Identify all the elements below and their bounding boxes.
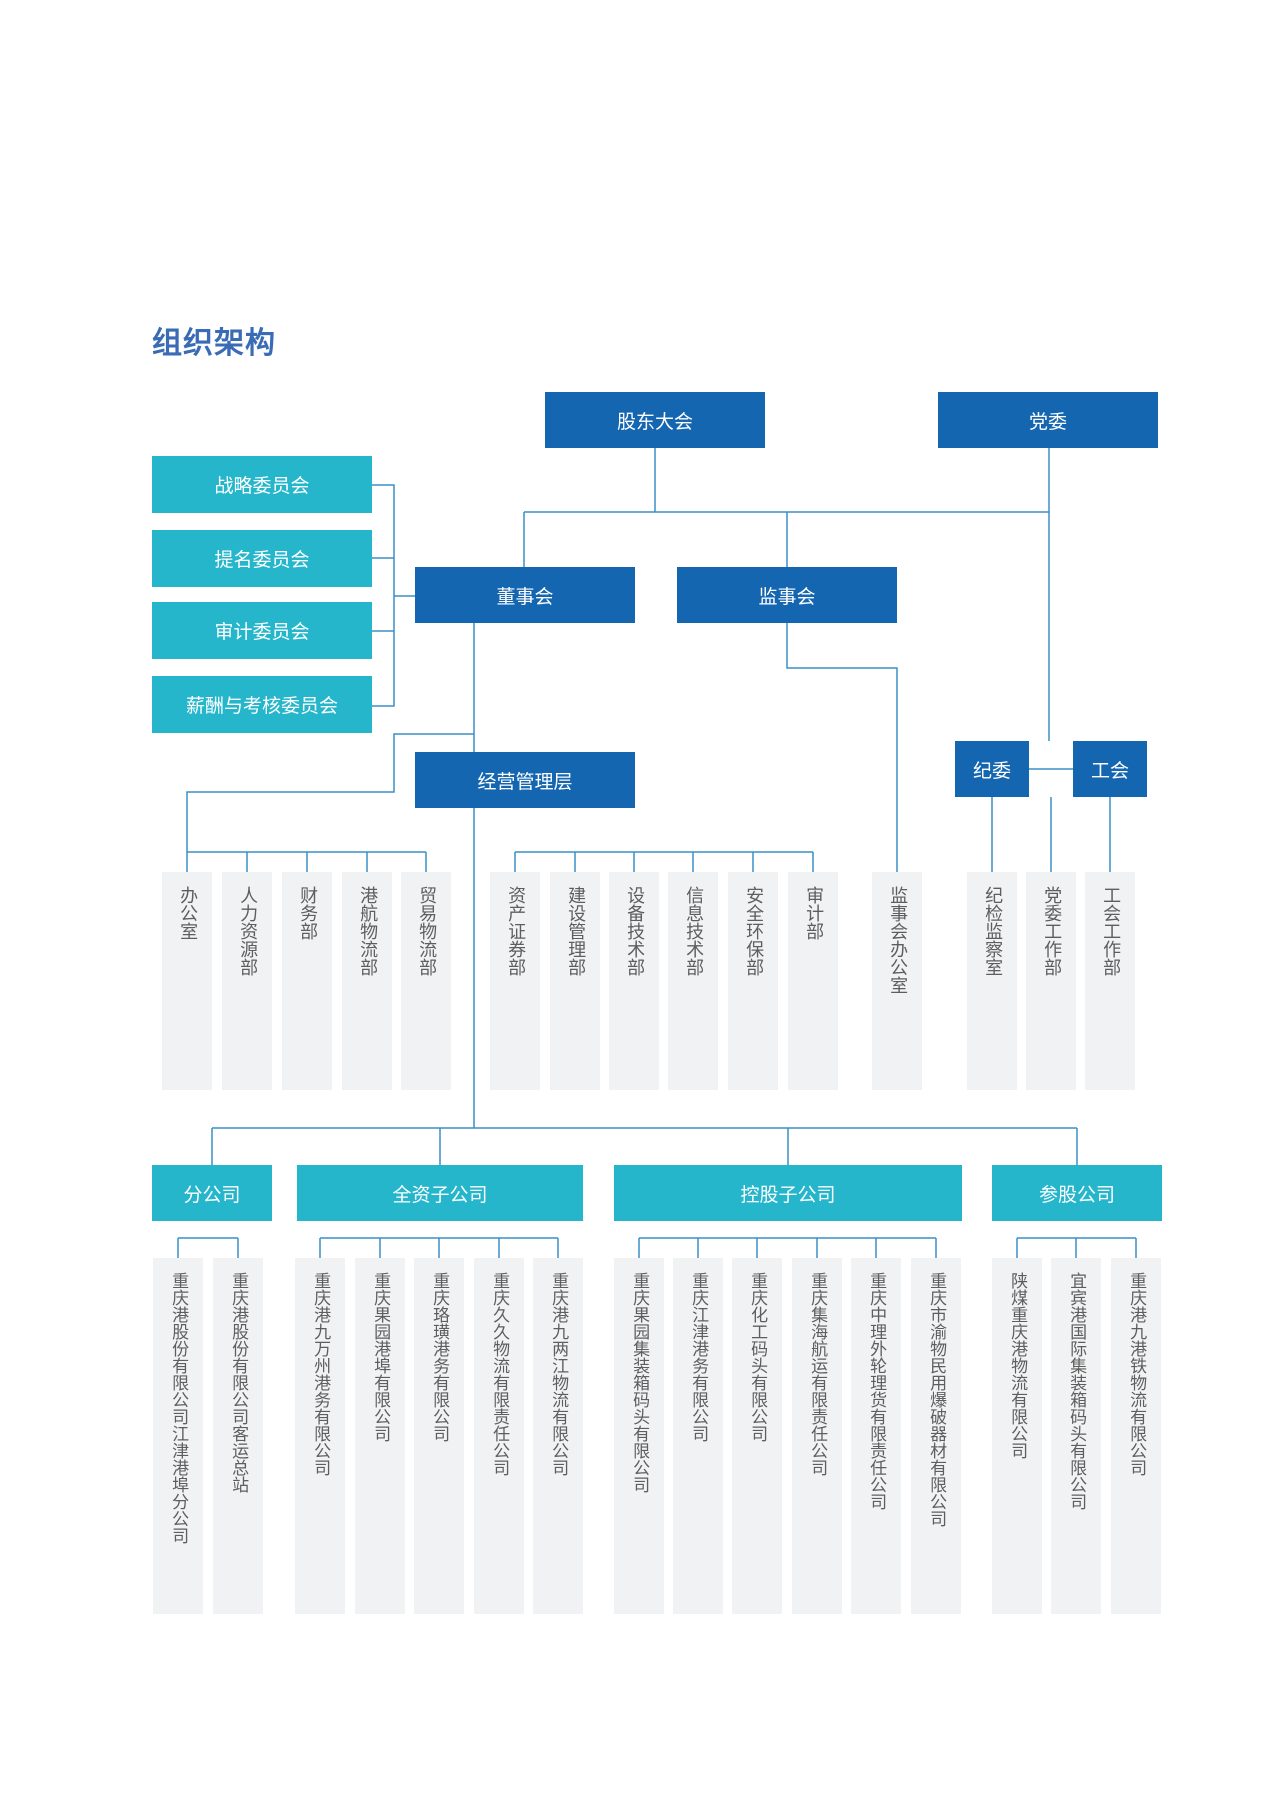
compensation-committee-box: 薪酬与考核委员会 bbox=[152, 676, 372, 733]
audit-committee-box: 审计委员会 bbox=[152, 602, 372, 659]
company-column: 重庆市渝物民用爆破器材有限公司 bbox=[911, 1258, 961, 1614]
dept-label: 贸易物流部 bbox=[416, 886, 438, 976]
company-label: 重庆江津港务有限公司 bbox=[688, 1272, 709, 1442]
dept-column: 人力资源部 bbox=[222, 872, 272, 1090]
company-column: 重庆果园集装箱码头有限公司 bbox=[614, 1258, 664, 1614]
dept-label: 财务部 bbox=[297, 886, 319, 940]
holding-subsidiaries-box: 控股子公司 bbox=[614, 1165, 962, 1221]
company-label: 重庆化工码头有限公司 bbox=[747, 1272, 768, 1442]
company-column: 重庆久久物流有限责任公司 bbox=[474, 1258, 524, 1614]
company-column: 陕煤重庆港物流有限公司 bbox=[992, 1258, 1042, 1614]
company-label: 重庆港股份有限公司江津港埠分公司 bbox=[168, 1272, 189, 1544]
company-label: 重庆港九港铁物流有限公司 bbox=[1126, 1272, 1147, 1476]
connector-line bbox=[372, 484, 395, 707]
company-label: 重庆久久物流有限责任公司 bbox=[489, 1272, 510, 1476]
connector-line bbox=[786, 623, 898, 872]
company-label: 陕煤重庆港物流有限公司 bbox=[1007, 1272, 1028, 1459]
nomination-committee-box: 提名委员会 bbox=[152, 530, 372, 587]
company-label: 宜宾港国际集装箱码头有限公司 bbox=[1066, 1272, 1087, 1510]
company-label: 重庆中理外轮理货有限责任公司 bbox=[866, 1272, 887, 1510]
dept-label: 建设管理部 bbox=[565, 886, 587, 976]
dept-label: 安全环保部 bbox=[743, 886, 765, 976]
company-label: 重庆果园港埠有限公司 bbox=[370, 1272, 391, 1442]
dept-label: 办公室 bbox=[177, 886, 199, 940]
dept-column: 资产证券部 bbox=[490, 872, 540, 1090]
wholly-owned-subsidiaries-box: 全资子公司 bbox=[297, 1165, 583, 1221]
board-of-supervisors-box: 监事会 bbox=[677, 567, 897, 623]
company-label: 重庆珞璜港务有限公司 bbox=[429, 1272, 450, 1442]
discipline-committee-box: 纪委 bbox=[955, 741, 1029, 797]
dept-label: 设备技术部 bbox=[624, 886, 646, 976]
strategy-committee-box: 战略委员会 bbox=[152, 456, 372, 513]
dept-label: 审计部 bbox=[803, 886, 825, 940]
dept-label: 信息技术部 bbox=[683, 886, 705, 976]
company-column: 重庆港九两江物流有限公司 bbox=[533, 1258, 583, 1614]
company-column: 重庆江津港务有限公司 bbox=[673, 1258, 723, 1614]
company-label: 重庆集海航运有限责任公司 bbox=[807, 1272, 828, 1476]
company-column: 重庆珞璜港务有限公司 bbox=[414, 1258, 464, 1614]
company-column: 重庆化工码头有限公司 bbox=[732, 1258, 782, 1614]
company-column: 重庆港股份有限公司客运总站 bbox=[213, 1258, 263, 1614]
dept-column: 贸易物流部 bbox=[401, 872, 451, 1090]
company-column: 重庆港股份有限公司江津港埠分公司 bbox=[153, 1258, 203, 1614]
company-column: 重庆中理外轮理货有限责任公司 bbox=[851, 1258, 901, 1614]
connector-line bbox=[186, 733, 474, 872]
participating-companies-box: 参股公司 bbox=[992, 1165, 1162, 1221]
dept-column: 财务部 bbox=[282, 872, 332, 1090]
company-column: 重庆港九万州港务有限公司 bbox=[295, 1258, 345, 1614]
company-label: 重庆果园集装箱码头有限公司 bbox=[629, 1272, 650, 1493]
dept-label: 纪检监察室 bbox=[982, 886, 1004, 976]
board-of-directors-box: 董事会 bbox=[415, 567, 635, 623]
company-label: 重庆港九两江物流有限公司 bbox=[548, 1272, 569, 1476]
dept-column: 安全环保部 bbox=[728, 872, 778, 1090]
company-column: 重庆果园港埠有限公司 bbox=[355, 1258, 405, 1614]
dept-label: 工会工作部 bbox=[1100, 886, 1122, 976]
dept-label: 人力资源部 bbox=[237, 886, 259, 976]
dept-column: 党委工作部 bbox=[1026, 872, 1076, 1090]
dept-label: 党委工作部 bbox=[1041, 886, 1063, 976]
dept-column: 纪检监察室 bbox=[967, 872, 1017, 1090]
dept-column: 办公室 bbox=[162, 872, 212, 1090]
dept-label: 资产证券部 bbox=[505, 886, 527, 976]
company-label: 重庆港股份有限公司客运总站 bbox=[228, 1272, 249, 1493]
dept-label: 监事会办公室 bbox=[887, 886, 909, 994]
dept-column: 设备技术部 bbox=[609, 872, 659, 1090]
company-label: 重庆市渝物民用爆破器材有限公司 bbox=[926, 1272, 947, 1527]
dept-column: 港航物流部 bbox=[342, 872, 392, 1090]
company-label: 重庆港九万州港务有限公司 bbox=[310, 1272, 331, 1476]
party-committee-box: 党委 bbox=[938, 392, 1158, 448]
dept-column: 审计部 bbox=[788, 872, 838, 1090]
dept-column: 信息技术部 bbox=[668, 872, 718, 1090]
labor-union-box: 工会 bbox=[1073, 741, 1147, 797]
page-title: 组织架构 bbox=[152, 326, 276, 361]
company-column: 宜宾港国际集装箱码头有限公司 bbox=[1051, 1258, 1101, 1614]
dept-label: 港航物流部 bbox=[357, 886, 379, 976]
shareholders-meeting-box: 股东大会 bbox=[545, 392, 765, 448]
dept-column: 工会工作部 bbox=[1085, 872, 1135, 1090]
company-column: 重庆港九港铁物流有限公司 bbox=[1111, 1258, 1161, 1614]
dept-column: 建设管理部 bbox=[550, 872, 600, 1090]
company-column: 重庆集海航运有限责任公司 bbox=[792, 1258, 842, 1614]
branch-companies-box: 分公司 bbox=[152, 1165, 272, 1221]
management-box: 经营管理层 bbox=[415, 752, 635, 808]
supervisor-office-column: 监事会办公室 bbox=[872, 872, 922, 1090]
